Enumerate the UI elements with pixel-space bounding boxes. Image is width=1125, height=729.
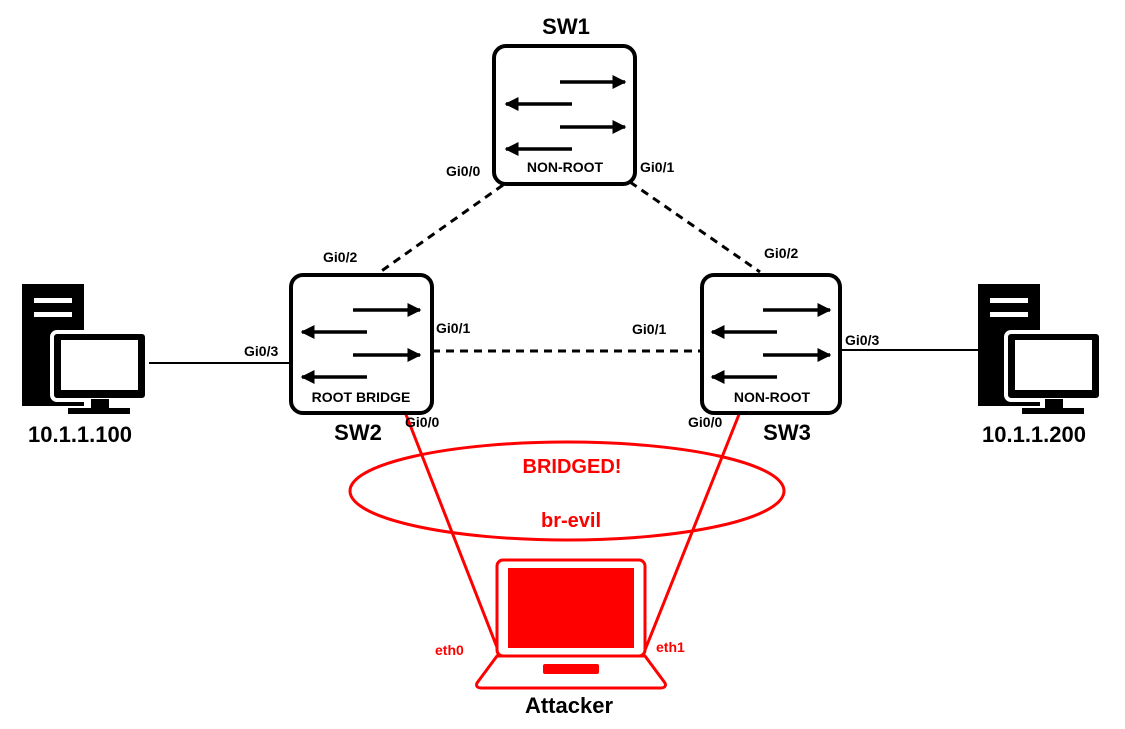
port-label: Gi0/1 bbox=[436, 320, 470, 336]
iface-label: eth0 bbox=[435, 642, 464, 658]
bridge-ellipse bbox=[348, 440, 786, 542]
port-label: Gi0/3 bbox=[244, 343, 278, 359]
attacker-links bbox=[348, 411, 786, 656]
port-label: Gi0/0 bbox=[405, 414, 439, 430]
bridge-name: br-evil bbox=[541, 510, 601, 532]
switch-role: NON-ROOT bbox=[527, 159, 604, 175]
switch-role: NON-ROOT bbox=[734, 389, 811, 405]
port-label: Gi0/1 bbox=[632, 321, 666, 337]
switch-sw1[interactable]: NON-ROOT bbox=[492, 44, 637, 186]
port-label: Gi0/0 bbox=[446, 163, 480, 179]
host-ip: 10.1.1.200 bbox=[982, 422, 1086, 447]
port-label: Gi0/2 bbox=[323, 249, 357, 265]
links bbox=[147, 180, 980, 364]
host-right[interactable]: 10.1.1.200 bbox=[978, 284, 1103, 447]
switch-sw3[interactable]: NON-ROOT bbox=[700, 273, 842, 415]
switch-name: SW3 bbox=[763, 420, 811, 445]
attacker-host[interactable]: Attacker bbox=[475, 558, 667, 718]
link-sw1-sw3 bbox=[629, 180, 761, 274]
link-sw3-eth1 bbox=[641, 411, 742, 656]
port-label: Gi0/2 bbox=[764, 245, 798, 261]
switch-name: SW2 bbox=[334, 420, 382, 445]
host-left[interactable]: 10.1.1.100 bbox=[22, 284, 149, 447]
bridge-status: BRIDGED! bbox=[523, 456, 622, 478]
attacker-label: Attacker bbox=[525, 693, 613, 718]
port-label: Gi0/1 bbox=[640, 159, 674, 175]
switch-sw2[interactable]: ROOT BRIDGE bbox=[289, 273, 434, 415]
workstation-icon bbox=[978, 284, 1103, 414]
port-label: Gi0/3 bbox=[845, 332, 879, 348]
switch-role: ROOT BRIDGE bbox=[312, 389, 411, 405]
port-label: Gi0/0 bbox=[688, 414, 722, 430]
switch-name: SW1 bbox=[542, 14, 590, 39]
laptop-icon bbox=[475, 558, 667, 690]
link-sw1-sw2 bbox=[379, 183, 504, 274]
iface-label: eth1 bbox=[656, 639, 685, 655]
host-ip: 10.1.1.100 bbox=[28, 422, 132, 447]
workstation-icon bbox=[22, 284, 149, 414]
